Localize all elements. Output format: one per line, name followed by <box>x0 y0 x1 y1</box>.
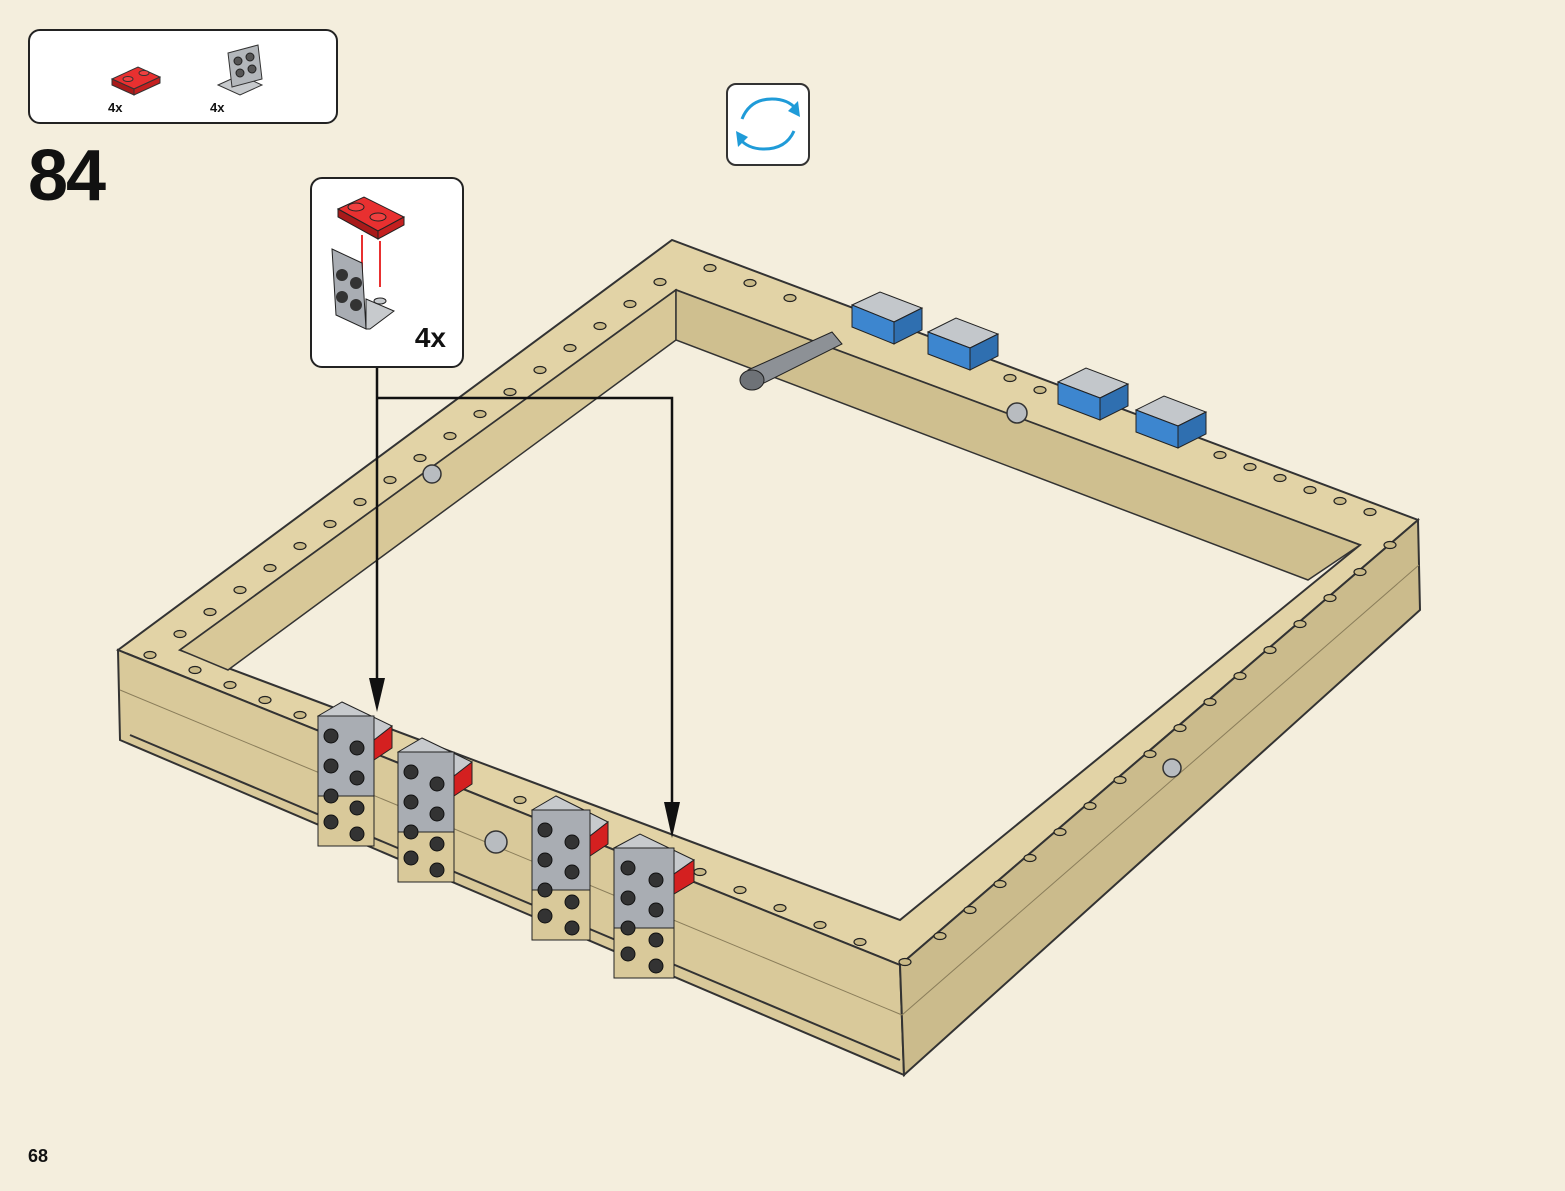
subassembly-callout: 4x <box>310 177 464 368</box>
page-number: 68 <box>28 1146 48 1167</box>
callout-qty: 4x <box>415 322 446 354</box>
subassembly-icon <box>312 179 462 339</box>
